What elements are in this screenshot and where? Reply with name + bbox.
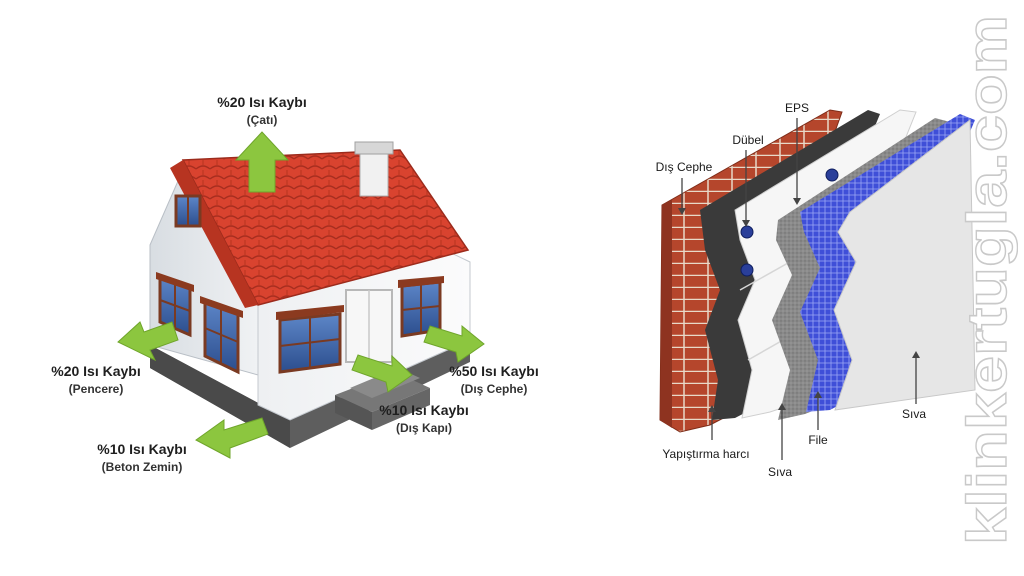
watermark: klinkertugla.com (958, 14, 1018, 545)
house-illustration (149, 141, 471, 448)
dowel-icon (740, 225, 754, 239)
dowel-icon (740, 263, 754, 277)
label-adhesive: Yapıştırma harcı (662, 447, 749, 461)
label-plaster-outer: Sıva (902, 407, 926, 421)
wall-label-pointers (678, 118, 920, 460)
house-window-left (156, 272, 194, 338)
window-arrow-icon (117, 321, 179, 362)
floor-arrow-icon (195, 417, 269, 459)
house-chimney (359, 149, 389, 197)
watermark-text: klinkertugla.com (958, 15, 1018, 545)
door-loss-label: %10 Isı Kaybı (Dış Kapı) (379, 402, 469, 435)
door-loss-sub: (Dış Kapı) (396, 421, 452, 435)
wall-section-illustration (659, 109, 976, 433)
house-door (345, 289, 393, 363)
window-loss-label: %20 Isı Kaybı (Pencere) (51, 363, 141, 396)
facade-loss-label: %50 Isı Kaybı (Dış Cephe) (449, 363, 539, 396)
house-window-front (276, 305, 344, 374)
label-plaster-inner: Sıva (768, 465, 792, 479)
door-arrow-icon (351, 354, 413, 393)
roof-loss-title: %20 Isı Kaybı (217, 94, 307, 110)
label-dowel: Dübel (732, 133, 763, 147)
facade-arrow-icon (423, 324, 485, 363)
layer-plaster-outer (833, 119, 976, 411)
door-loss-title: %10 Isı Kaybı (379, 402, 469, 418)
facade-loss-sub: (Dış Cephe) (461, 382, 528, 396)
roof-loss-label: %20 Isı Kaybı (Çatı) (217, 94, 307, 127)
window-loss-title: %20 Isı Kaybı (51, 363, 141, 379)
house-window-mid (200, 296, 243, 375)
label-facade: Dış Cephe (656, 160, 713, 174)
roof-loss-sub: (Çatı) (247, 113, 278, 127)
house-attic-window (174, 194, 202, 228)
house-window-right (398, 276, 444, 338)
floor-loss-sub: (Beton Zemin) (102, 460, 183, 474)
floor-loss-title: %10 Isı Kaybı (97, 441, 187, 457)
floor-loss-label: %10 Isı Kaybı (Beton Zemin) (97, 441, 187, 474)
heat-loss-arrows (117, 131, 485, 459)
roof-arrow-icon (234, 131, 290, 193)
label-mesh: File (808, 433, 828, 447)
window-loss-sub: (Pencere) (69, 382, 124, 396)
dowel-icon (825, 168, 839, 182)
facade-loss-title: %50 Isı Kaybı (449, 363, 539, 379)
label-eps: EPS (785, 101, 809, 115)
